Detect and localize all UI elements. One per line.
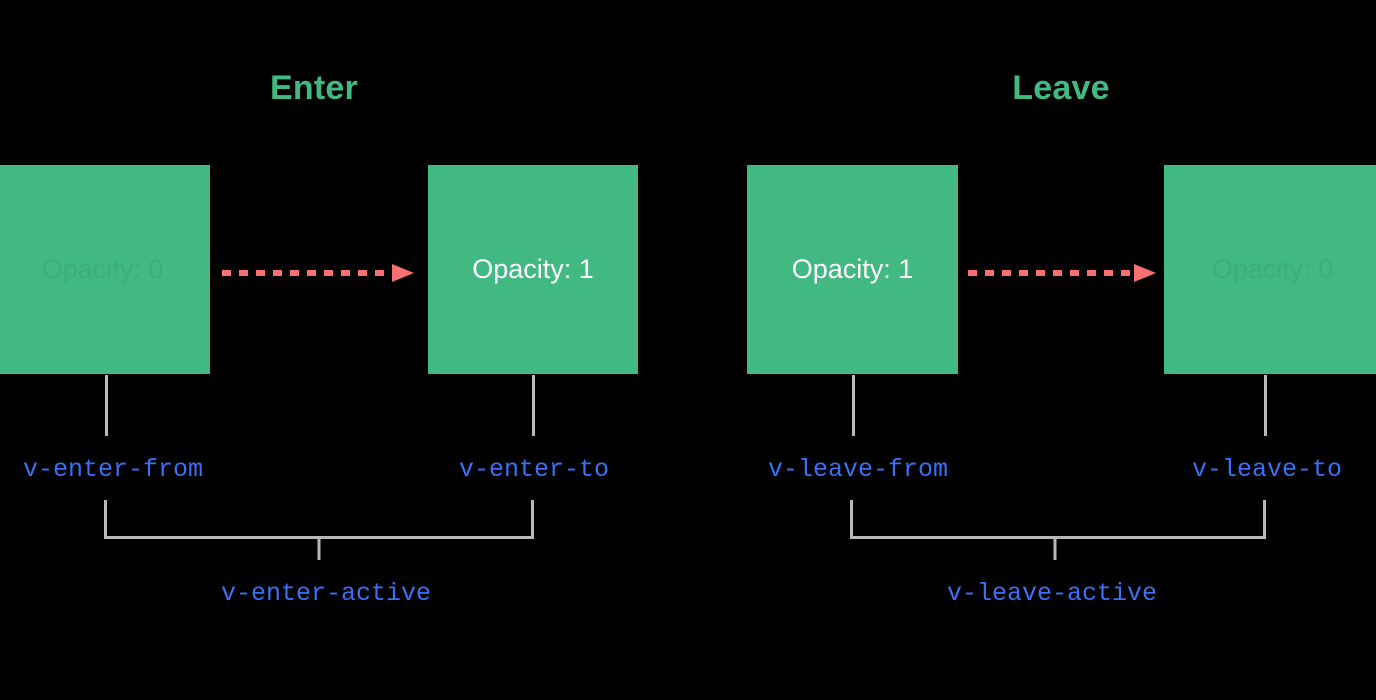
connector-line-leave-to bbox=[1264, 375, 1267, 436]
section-title-enter: Enter bbox=[270, 69, 358, 107]
box-v-leave-from: Opacity: 1 bbox=[747, 165, 958, 374]
class-label-v-leave-to: v-leave-to bbox=[1191, 455, 1343, 484]
class-label-v-leave-from: v-leave-from bbox=[767, 455, 949, 484]
box-label-opacity: Opacity: 1 bbox=[472, 254, 594, 284]
class-label-v-enter-active: v-enter-active bbox=[220, 579, 432, 608]
bracket-enter-active bbox=[104, 500, 534, 562]
connector-line-leave-from bbox=[852, 375, 855, 436]
box-label-opacity: Opacity: 0 bbox=[41, 254, 164, 284]
dashed-arrow-icon-enter bbox=[222, 263, 418, 283]
class-label-v-leave-active: v-leave-active bbox=[946, 579, 1158, 608]
connector-line-enter-from bbox=[105, 375, 108, 436]
box-label-opacity: Opacity: 0 bbox=[1211, 254, 1334, 284]
box-v-enter-to: Opacity: 1 bbox=[428, 165, 638, 374]
box-label-opacity: Opacity: 1 bbox=[791, 254, 914, 284]
dashed-arrow-icon-leave bbox=[968, 263, 1160, 283]
connector-line-enter-to bbox=[532, 375, 535, 436]
box-v-enter-from: Opacity: 0 bbox=[0, 165, 210, 374]
box-v-leave-to: Opacity: 0 bbox=[1164, 165, 1376, 374]
class-label-v-enter-from: v-enter-from bbox=[22, 455, 204, 484]
section-title-leave: Leave bbox=[1012, 69, 1110, 107]
class-label-v-enter-to: v-enter-to bbox=[458, 455, 610, 484]
bracket-leave-active bbox=[850, 500, 1266, 562]
